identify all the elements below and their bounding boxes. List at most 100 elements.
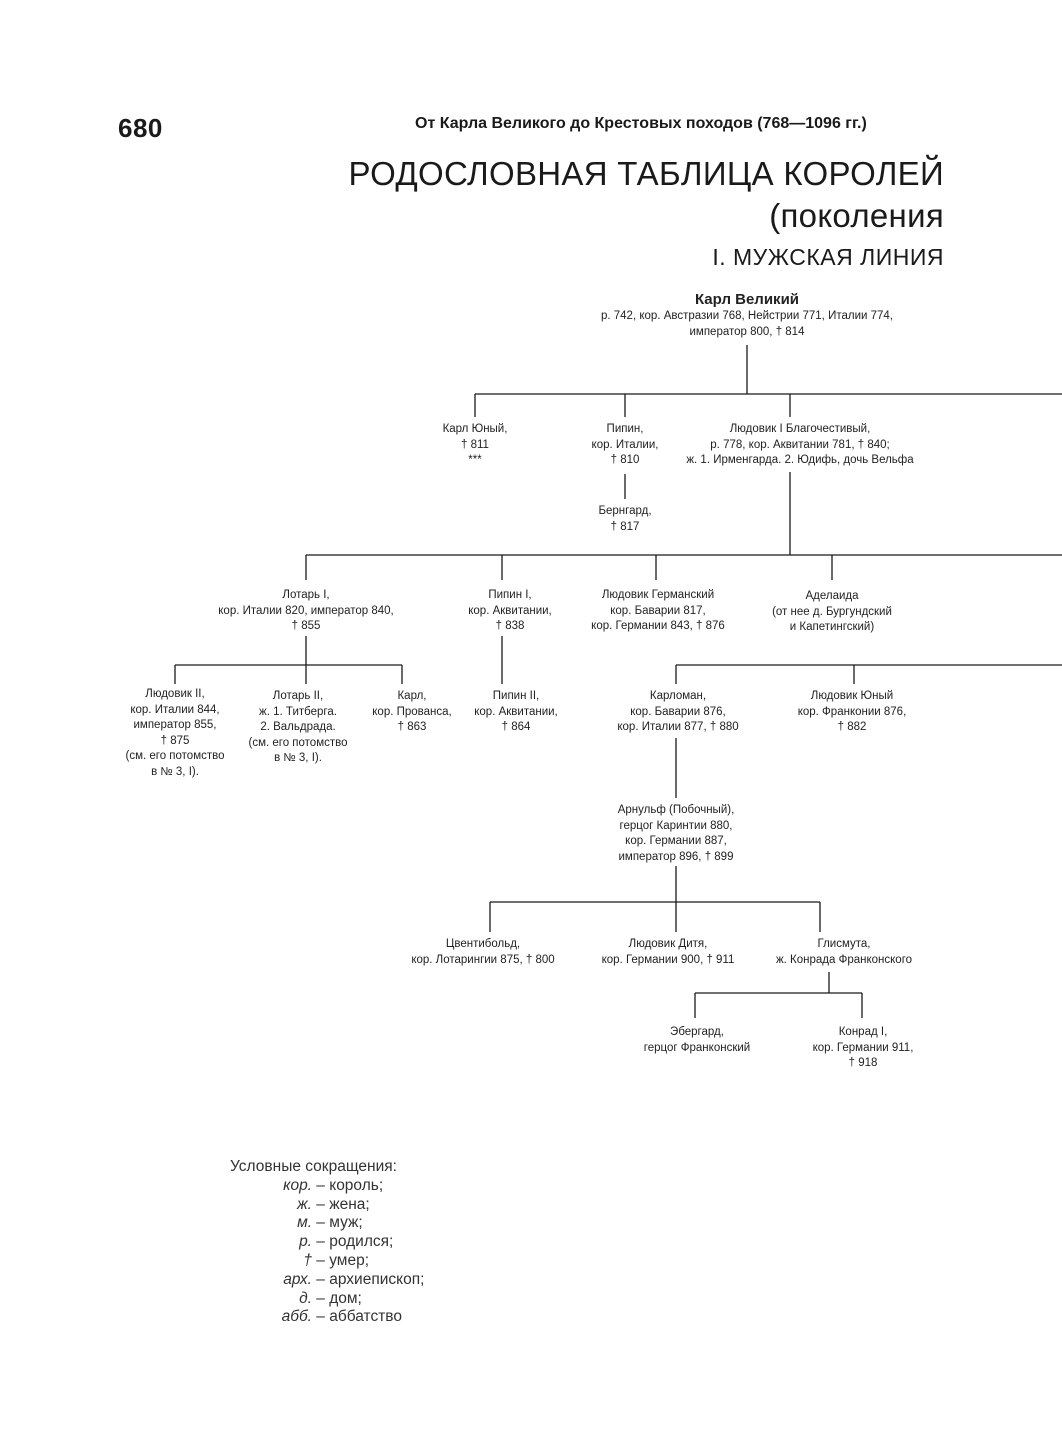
- node-text: император 896, † 899: [618, 850, 734, 863]
- tree-node-pipin-1: Пипин I, кор. Аквитании, † 838: [468, 588, 552, 635]
- legend-meaning: – муж;: [312, 1214, 363, 1232]
- node-text: † 855: [291, 620, 321, 632]
- node-text: ж. 1. Ирменгарда. 2. Юдифь, дочь Вельфа: [686, 454, 914, 466]
- tree-node-pipin-italy: Пипин, кор. Италии, † 810: [592, 422, 659, 469]
- tree-node-lothar-2: Лотарь II, ж. 1. Титберга. 2. Вальдрада.…: [248, 689, 347, 767]
- node-text: † 864: [501, 721, 531, 733]
- legend-item: кор. – король;: [230, 1177, 490, 1196]
- node-text: Людовик Юный: [810, 690, 894, 702]
- node-text: кор. Германии 900, † 911: [601, 953, 735, 966]
- node-text: † 810: [610, 454, 640, 466]
- legend-item: ж. – жена;: [230, 1196, 490, 1215]
- node-text: Людовик Дитя,: [628, 938, 708, 950]
- node-text: Конрад I,: [838, 1026, 888, 1038]
- page-subtitle: (поколения: [769, 197, 944, 234]
- node-text: кор. Прованса,: [372, 705, 452, 718]
- node-text: р. 778, кор. Аквитании 781, † 840;: [710, 438, 890, 451]
- node-text: Бернгард,: [598, 505, 652, 517]
- node-text: кор. Германии 911,: [812, 1041, 914, 1054]
- node-text: кор. Германии 887,: [625, 835, 727, 847]
- node-text: Карл,: [397, 690, 427, 702]
- node-text: кор. Баварии 817,: [610, 604, 706, 617]
- node-text: в № 3, I).: [151, 765, 199, 778]
- tree-node-glismut: Глисмута, ж. Конрада Франконского: [776, 937, 912, 968]
- node-text: Пипин I,: [488, 589, 532, 601]
- legend-abbreviation: абб.: [281, 1308, 312, 1326]
- node-text: император 855,: [133, 719, 217, 731]
- node-text: кор. Италии 844,: [130, 703, 220, 716]
- node-text: император 800, † 814: [689, 325, 805, 338]
- legend-abbreviation: р.: [299, 1233, 312, 1251]
- tree-node-ludwig-2: Людовик II, кор. Италии 844, император 8…: [125, 687, 224, 780]
- tree-node-karloman: Карломан, кор. Баварии 876, кор. Италии …: [617, 689, 738, 736]
- node-text: кор. Лотарингии 875, † 800: [411, 953, 555, 966]
- tree-node-karl-yuny: Карл Юный, † 811 ***: [443, 422, 508, 469]
- tree-node-ludwig-young: Людовик Юный кор. Франконии 876, † 882: [798, 689, 907, 736]
- legend-meaning: – жена;: [312, 1195, 370, 1213]
- legend-list: кор. – король;ж. – жена;м. – муж;р. – ро…: [230, 1177, 490, 1327]
- legend-item: р. – родился;: [230, 1233, 490, 1252]
- node-text: Глисмута,: [817, 938, 871, 950]
- section-title: I. МУЖСКАЯ ЛИНИЯ: [712, 244, 944, 270]
- tree-node-zwentibold: Цвентибольд, кор. Лотарингии 875, † 800: [411, 937, 554, 968]
- tree-node-karl-velikiy: Карл Великий р. 742, кор. Австразии 768,…: [601, 290, 893, 340]
- legend-item: д. – дом;: [230, 1290, 490, 1309]
- node-text: Цвентибольд,: [445, 938, 521, 950]
- node-text: Арнульф (Побочный),: [617, 804, 735, 816]
- tree-node-karl-provence: Карл, кор. Прованса, † 863: [372, 689, 451, 736]
- legend-meaning: – дом;: [312, 1289, 362, 1307]
- node-text: Аделаида: [805, 590, 859, 602]
- node-text: герцог Франконский: [643, 1041, 751, 1054]
- legend-item: абб. – аббатство: [230, 1308, 490, 1327]
- node-text: кор. Германии 843, † 876: [591, 620, 725, 632]
- page-number: 680: [118, 113, 163, 143]
- page-title: РОДОСЛОВНАЯ ТАБЛИЦА КОРОЛЕЙ: [348, 155, 944, 192]
- node-text: Эбергард,: [670, 1026, 724, 1038]
- node-text: кор. Италии 820, император 840,: [218, 604, 394, 617]
- tree-node-pipin-2: Пипин II, кор. Аквитании, † 864: [474, 689, 558, 736]
- node-text: (см. его потомство: [125, 750, 225, 762]
- node-text: р. 742, кор. Австразии 768, Нейстрии 771…: [600, 310, 894, 322]
- node-text: герцог Каринтии 880,: [619, 819, 733, 832]
- tree-node-ludwig-german: Людовик Германский кор. Баварии 817, кор…: [591, 588, 725, 635]
- node-text: ж. Конрада Франконского: [775, 953, 913, 966]
- legend-abbreviation: ж.: [297, 1195, 312, 1213]
- legend-abbreviation: д.: [299, 1289, 312, 1307]
- node-text: Пипин,: [606, 423, 644, 435]
- node-text: (от нее д. Бургундский: [772, 605, 892, 618]
- legend-meaning: – родился;: [312, 1233, 394, 1251]
- node-text: Людовик I Благочестивый,: [729, 423, 871, 435]
- tree-node-bernard: Бернгард, † 817: [598, 504, 651, 535]
- node-text: ж. 1. Титберга.: [259, 705, 337, 718]
- tree-node-arnulf: Арнульф (Побочный), герцог Каринтии 880,…: [618, 803, 735, 865]
- legend-meaning: – аббатство: [312, 1308, 402, 1326]
- node-text: и Капетингский): [789, 621, 875, 633]
- node-text: Карл Юный,: [442, 423, 508, 435]
- node-text: кор. Аквитании,: [468, 604, 552, 617]
- node-text: † 875: [160, 734, 190, 747]
- node-text: ***: [468, 454, 482, 466]
- node-text: † 918: [848, 1057, 878, 1069]
- node-name: Карл Великий: [694, 291, 800, 308]
- node-text: в № 3, I).: [274, 752, 322, 764]
- node-text: кор. Италии,: [591, 438, 659, 451]
- node-text: Карломан,: [649, 690, 707, 702]
- node-text: Людовик II,: [145, 688, 205, 700]
- running-header: От Карла Великого до Крестовых походов (…: [415, 115, 867, 132]
- node-text: кор. Италии 877, † 880: [617, 721, 739, 733]
- node-text: кор. Баварии 876,: [630, 705, 726, 718]
- node-text: † 882: [837, 721, 867, 733]
- tree-node-eberhard: Эбергард, герцог Франконский: [644, 1025, 750, 1056]
- tree-node-adelaide: Аделаида (от нее д. Бургундский и Капети…: [772, 589, 892, 636]
- legend-item: м. – муж;: [230, 1214, 490, 1233]
- legend-abbreviation: кор.: [283, 1176, 312, 1194]
- node-text: † 811: [461, 438, 489, 451]
- legend-heading: Условные сокращения:: [230, 1158, 397, 1175]
- node-text: Пипин II,: [492, 690, 540, 702]
- abbreviations-legend: Условные сокращения: кор. – король;ж. – …: [230, 1158, 490, 1327]
- legend-abbreviation: †: [303, 1251, 312, 1269]
- legend-meaning: – умер;: [312, 1251, 370, 1269]
- tree-node-ludwig-pious: Людовик I Благочестивый, р. 778, кор. Ак…: [686, 422, 913, 469]
- node-text: кор. Франконии 876,: [797, 705, 907, 718]
